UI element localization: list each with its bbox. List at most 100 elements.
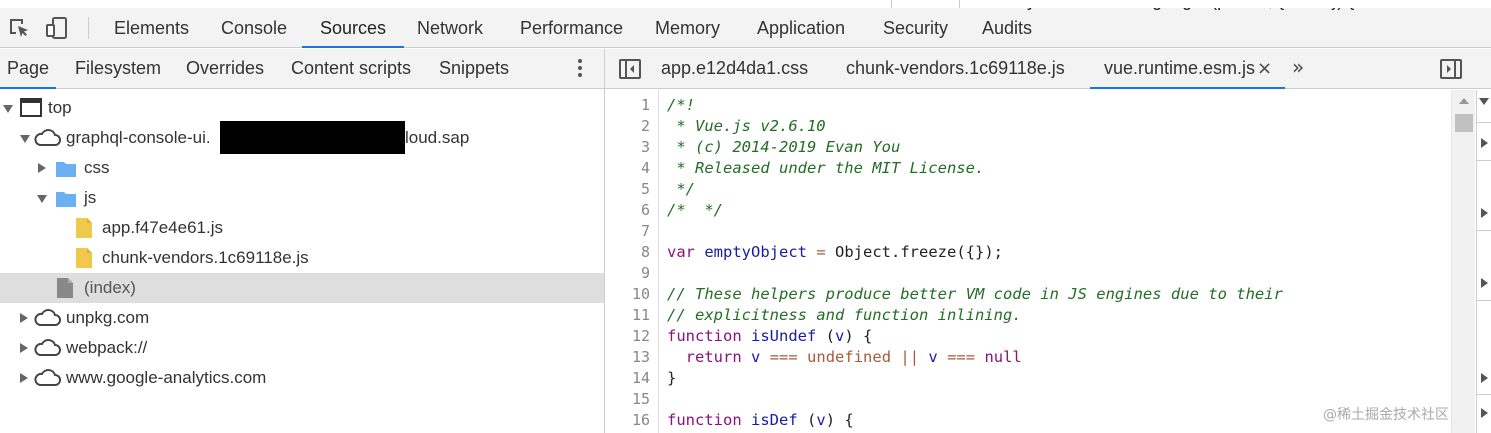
- close-tab-icon[interactable]: ×: [1257, 58, 1273, 79]
- code-line[interactable]: }: [667, 368, 676, 389]
- code-line[interactable]: var emptyObject = Object.freeze({});: [667, 242, 1003, 263]
- device-toolbar-icon[interactable]: [45, 16, 69, 40]
- document-icon: [57, 278, 73, 298]
- code-token: [667, 348, 686, 366]
- tab-security[interactable]: Security: [883, 18, 949, 38]
- line-number[interactable]: 5: [640, 180, 650, 198]
- tree-item-top[interactable]: top: [0, 93, 604, 123]
- line-number[interactable]: 4: [640, 159, 650, 177]
- section-arrow-icon[interactable]: [1481, 278, 1488, 288]
- expand-arrow-icon[interactable]: [3, 105, 13, 113]
- code-token: [742, 327, 751, 345]
- code-line[interactable]: // These helpers produce better VM code …: [667, 284, 1283, 305]
- code-line[interactable]: function isUndef (v) {: [667, 326, 872, 347]
- code-line[interactable]: return v === undefined || v === null: [667, 347, 1022, 368]
- code-token: v: [835, 327, 845, 345]
- tab-elements[interactable]: Elements: [114, 18, 190, 38]
- code-token: function: [667, 411, 742, 429]
- expand-arrow-icon[interactable]: [37, 195, 47, 203]
- top-divider: [959, 0, 960, 8]
- tree-item-chunk-vendors-js[interactable]: chunk-vendors.1c69118e.js: [0, 243, 604, 273]
- tab-network[interactable]: Network: [417, 18, 484, 38]
- line-number[interactable]: 1: [640, 96, 650, 114]
- redaction-bar: [220, 121, 405, 154]
- tab-performance[interactable]: Performance: [520, 18, 624, 38]
- cloud-icon: [34, 309, 61, 326]
- code-line[interactable]: /*!: [667, 95, 695, 116]
- code-token: (: [797, 411, 817, 429]
- tab-sources[interactable]: Sources: [301, 8, 405, 48]
- code-token: emptyObject: [704, 243, 807, 261]
- tree-item-webpack[interactable]: webpack://: [0, 333, 604, 363]
- line-number[interactable]: 2: [640, 117, 650, 135]
- code-line[interactable]: function isDef (v) {: [667, 410, 854, 431]
- editor-tab-app-css[interactable]: app.e12d4da1.css: [661, 58, 809, 78]
- code-line[interactable]: * Released under the MIT License.: [667, 158, 984, 179]
- line-number[interactable]: 13: [631, 348, 650, 366]
- section-arrow-icon[interactable]: [1481, 408, 1488, 418]
- line-number[interactable]: 14: [631, 369, 650, 387]
- editor-tab-chunk-vendors-js[interactable]: chunk-vendors.1c69118e.js: [846, 58, 1065, 78]
- tab-application[interactable]: Application: [757, 18, 846, 38]
- collapsed-arrow-icon[interactable]: [20, 313, 28, 323]
- more-options-icon[interactable]: [574, 57, 586, 81]
- navigator-tab-filesystem[interactable]: Filesystem: [75, 58, 162, 78]
- code-token: ) {: [825, 411, 854, 429]
- editor-scrollbar[interactable]: [1451, 90, 1475, 433]
- navigator-tab-overrides[interactable]: Overrides: [186, 58, 265, 78]
- tree-item-index[interactable]: (index): [0, 273, 604, 303]
- code-line[interactable]: */: [667, 179, 695, 200]
- code-token: [760, 348, 769, 366]
- line-number[interactable]: 9: [640, 264, 650, 282]
- scroll-up-arrow-icon[interactable]: [1459, 98, 1469, 104]
- code-token: /* */: [667, 201, 723, 219]
- toggle-navigator-icon[interactable]: [619, 59, 641, 79]
- navigator-tab-content-scripts[interactable]: Content scripts: [291, 58, 412, 78]
- tab-audits[interactable]: Audits: [982, 18, 1033, 38]
- collapsed-arrow-icon[interactable]: [20, 373, 28, 383]
- tree-item-css[interactable]: css: [0, 153, 604, 183]
- more-tabs-icon[interactable]: »: [1292, 55, 1305, 79]
- line-number[interactable]: 3: [640, 138, 650, 156]
- navigator-tab-page[interactable]: Page: [0, 49, 57, 89]
- section-arrow-icon[interactable]: [1481, 138, 1488, 148]
- section-arrow-icon[interactable]: [1481, 373, 1488, 383]
- line-number[interactable]: 10: [631, 285, 650, 303]
- line-number[interactable]: 8: [640, 243, 650, 261]
- collapsed-arrow-icon[interactable]: [20, 343, 28, 353]
- tree-item-app-js[interactable]: app.f47e4e61.js: [0, 213, 604, 243]
- code-token: ===: [769, 348, 798, 366]
- file-tree: top graphql-console-ui. loud.sap css js …: [0, 90, 604, 433]
- line-number[interactable]: 12: [631, 327, 650, 345]
- line-number[interactable]: 7: [640, 222, 650, 240]
- collapse-arrow-icon[interactable]: [1479, 98, 1489, 105]
- tab-memory[interactable]: Memory: [655, 18, 721, 38]
- line-number[interactable]: 11: [631, 306, 650, 324]
- tree-item-label: chunk-vendors.1c69118e.js: [102, 248, 309, 267]
- line-number[interactable]: 6: [640, 201, 650, 219]
- code-token: [742, 348, 751, 366]
- panel-splitter[interactable]: [604, 49, 605, 433]
- tab-console[interactable]: Console: [221, 18, 288, 38]
- scrollbar-thumb[interactable]: [1455, 114, 1473, 132]
- collapsed-arrow-icon[interactable]: [38, 163, 46, 173]
- tree-item-graphql-host[interactable]: graphql-console-ui. loud.sap: [0, 123, 604, 153]
- section-arrow-icon[interactable]: [1481, 208, 1488, 218]
- line-number[interactable]: 15: [631, 390, 650, 408]
- code-token: [742, 411, 751, 429]
- navigator-tab-snippets[interactable]: Snippets: [439, 58, 510, 78]
- code-line[interactable]: * Vue.js v2.6.10: [667, 116, 825, 137]
- inspect-element-icon[interactable]: [7, 16, 31, 40]
- line-number[interactable]: 16: [631, 411, 650, 429]
- code-line[interactable]: // explicitness and function inlining.: [667, 305, 1022, 326]
- expand-arrow-icon[interactable]: [20, 135, 30, 143]
- tree-item-unpkg[interactable]: unpkg.com: [0, 303, 604, 333]
- code-line[interactable]: * (c) 2014-2019 Evan You: [667, 137, 900, 158]
- code-line[interactable]: /* */: [667, 200, 723, 221]
- toggle-debugger-icon[interactable]: [1440, 59, 1462, 79]
- tree-item-google-analytics[interactable]: www.google-analytics.com: [0, 363, 604, 393]
- editor-tab-vue-runtime[interactable]: vue.runtime.esm.js: [1089, 49, 1286, 89]
- tree-item-js[interactable]: js: [0, 183, 604, 213]
